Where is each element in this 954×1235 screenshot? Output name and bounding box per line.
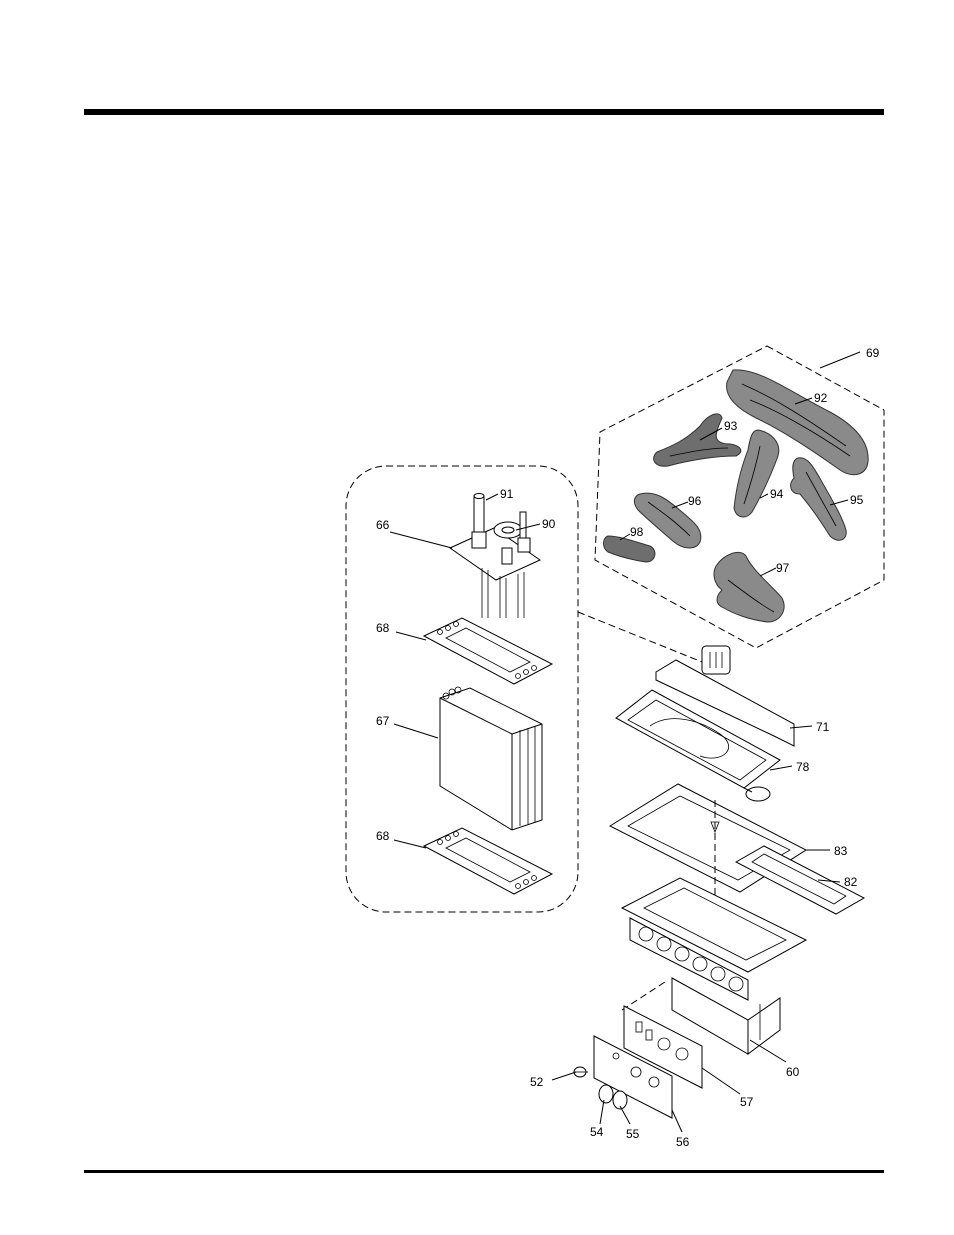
label-67: 67	[376, 714, 390, 728]
label-90: 90	[542, 517, 556, 531]
label-98: 98	[630, 525, 644, 539]
label-68-upper: 68	[376, 621, 390, 635]
label-71: 71	[816, 720, 830, 734]
connector-dash-line	[578, 612, 712, 666]
log-95	[791, 458, 847, 540]
log-98	[604, 536, 655, 562]
housing-67	[440, 687, 542, 830]
label-78: 78	[796, 760, 810, 774]
label-54: 54	[590, 1125, 604, 1139]
log-94	[734, 430, 779, 517]
label-91: 91	[500, 487, 514, 501]
panel-align-dash	[622, 980, 668, 1010]
label-60: 60	[786, 1065, 800, 1079]
label-57: 57	[740, 1095, 754, 1109]
label-52: 52	[530, 1075, 544, 1089]
label-94: 94	[770, 487, 784, 501]
knob-54	[599, 1085, 613, 1103]
valve-assembly-66	[450, 494, 540, 619]
label-55: 55	[626, 1127, 640, 1141]
label-66: 66	[376, 518, 390, 532]
label-93: 93	[724, 419, 738, 433]
label-69: 69	[866, 346, 880, 360]
label-82: 82	[844, 875, 858, 889]
label-92: 92	[814, 391, 828, 405]
label-56: 56	[676, 1135, 690, 1149]
label-95: 95	[850, 493, 864, 507]
label-97: 97	[776, 561, 790, 575]
fitting-52	[574, 1067, 588, 1077]
label-96: 96	[688, 494, 702, 508]
gasket-68-upper	[424, 618, 552, 684]
gasket-68-lower	[424, 828, 552, 894]
label-68-lower: 68	[376, 829, 390, 843]
label-83: 83	[834, 844, 848, 858]
